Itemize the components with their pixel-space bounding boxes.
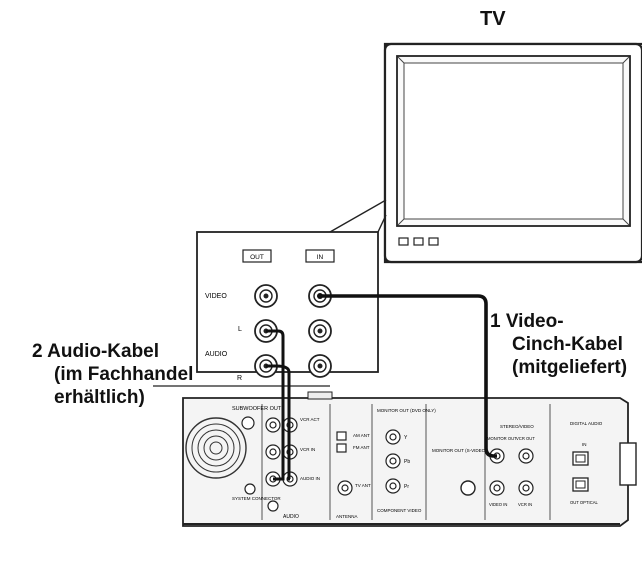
panel-audio-label: AUDIO xyxy=(205,351,228,358)
optical-in-label: IN xyxy=(582,442,587,447)
tv-button-1 xyxy=(398,237,409,246)
panel-r-label: R xyxy=(237,375,242,382)
vcr-out-label: VCR OUT xyxy=(516,436,535,441)
vcr-act-label: VCR ACT xyxy=(300,417,320,422)
system-connector-label: SYSTEM CONNECTOR xyxy=(232,496,281,501)
y-label: Y xyxy=(404,435,408,441)
panel-out-label: OUT xyxy=(250,254,264,261)
antenna-label: ANTENNA xyxy=(336,514,358,519)
pb-label: Pb xyxy=(404,459,410,465)
am-ant-label: AM ANT xyxy=(353,433,370,438)
video-cable-label: 1 Video- Cinch-Kabel (mitgeliefert) xyxy=(490,310,627,379)
tv-rear-panel: OUT IN VIDEO L AUDIO R xyxy=(196,231,379,382)
tv-label: TV xyxy=(480,8,506,30)
video-cable-label-line-3: (mitgeliefert) xyxy=(512,357,628,378)
tv-button-3 xyxy=(428,237,439,246)
monitor-out-svideo-label: MONITOR OUT (S-VIDEO) xyxy=(432,448,487,453)
audio-section-label: AUDIO xyxy=(283,514,299,520)
audio-cable-label-line-3: erhältlich) xyxy=(54,387,145,408)
vcr-in-label: VCR IN xyxy=(300,447,315,452)
monitor-out-dvd-label: MONITOR OUT (DVD ONLY) xyxy=(377,408,436,413)
pr-label: Pr xyxy=(404,484,409,490)
component-video-label: COMPONENT VIDEO xyxy=(377,508,422,513)
video-cable-label-line-1: 1 Video- xyxy=(490,311,564,332)
subwoofer-out-label: SUBWOOFER OUT xyxy=(232,406,282,412)
stereo-video-label: STEREO/VIDEO xyxy=(500,424,534,429)
tv-ant-label: TV ANT xyxy=(355,483,371,488)
optical-out-label: OUT OPTICAL xyxy=(570,500,599,505)
panel-in-label: IN xyxy=(317,254,324,261)
audio-cable-label-line-1: 2 Audio-Kabel xyxy=(32,341,160,362)
audio-cable xyxy=(266,329,291,481)
video-in-label: VIDEO IN xyxy=(489,502,507,507)
fan-grille xyxy=(185,417,247,479)
vcr-in2-label: VCR IN xyxy=(518,502,532,507)
video-cable xyxy=(320,294,497,458)
callout-line xyxy=(329,199,387,233)
receiver-rear-panel: SUBWOOFER OUT SYSTEM CONNECTOR VCR ACT V… xyxy=(182,391,637,527)
audio-cable-label-line-2: (im Fachhandel xyxy=(54,364,194,385)
panel-l-label: L xyxy=(238,326,242,333)
fm-ant-label: FM ANT xyxy=(353,445,370,450)
video-cable-label-line-2: Cinch-Kabel xyxy=(512,334,623,355)
digital-audio-label: DIGITAL AUDIO xyxy=(570,421,603,426)
panel-video-label: VIDEO xyxy=(205,293,227,300)
tv-illustration xyxy=(383,42,642,264)
audio-in-label: AUDIO IN xyxy=(300,476,320,481)
audio-cable-label: 2 Audio-Kabel (im Fachhandel erhältlich) xyxy=(32,340,193,409)
tv-button-2 xyxy=(413,237,424,246)
monitor-out-label: MONITOR OUT xyxy=(487,436,517,441)
